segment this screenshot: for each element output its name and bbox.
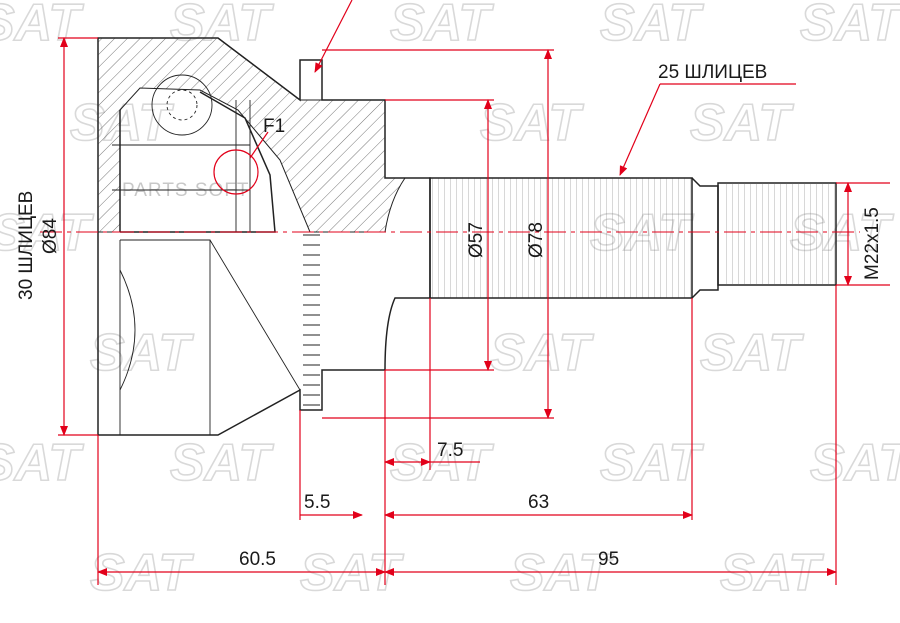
- detail-circle: [213, 149, 259, 195]
- thread-pattern: [724, 183, 836, 285]
- watermark-logo: SAT: [600, 434, 704, 492]
- detail-leader: [249, 131, 269, 159]
- dim-60-5-label: 60.5: [239, 549, 276, 570]
- cage: [112, 100, 251, 232]
- watermark-logo: SAT: [0, 204, 94, 262]
- right-splines-label: 25 ШЛИЦЕВ: [658, 62, 767, 83]
- detail-mark-label: F1: [263, 116, 285, 137]
- watermark-layer: SAT SAT SAT SAT SAT SAT SAT SAT SAT SAT …: [0, 0, 900, 603]
- dim-95-label: 95: [598, 549, 619, 570]
- flange-diameter-label: Ø78: [526, 222, 547, 258]
- shaft-diameter-label: Ø57: [466, 222, 487, 258]
- watermark-logo: SAT: [690, 94, 794, 152]
- splines-leader: [619, 83, 661, 176]
- shaft-shoulder: [691, 177, 719, 299]
- abs-ring: [303, 234, 320, 406]
- dimension-lines: [58, 0, 890, 585]
- left-diameter-label: Ø84: [40, 218, 61, 254]
- housing-section-hatch: [97, 37, 406, 233]
- watermark-logo: SAT: [700, 324, 804, 382]
- watermark-logo: SAT: [480, 94, 584, 152]
- housing-outline: [97, 37, 431, 436]
- watermark-logo: SAT: [800, 0, 900, 52]
- watermark-logo: SAT: [90, 544, 194, 602]
- ball-center: [166, 89, 198, 121]
- watermark-logo: SAT: [90, 324, 194, 382]
- watermark-logo: SAT: [0, 0, 84, 52]
- splined-shaft: [429, 177, 693, 299]
- thread-label: M22x1.5: [862, 207, 883, 280]
- watermark-logo: SAT: [0, 434, 84, 492]
- lower-curve: [119, 269, 136, 391]
- watermark-logo: SAT: [720, 544, 824, 602]
- lower-body-lines: [119, 239, 301, 435]
- watermark-logo: SAT: [390, 0, 494, 52]
- watermark-logo: SAT: [300, 544, 404, 602]
- watermark-site-text: PARTS SOFT: [122, 180, 250, 201]
- labels: 30 ШЛИЦЕВ Ø84 Ø57 Ø78 M22x1.5 25 ШЛИЦЕВ …: [16, 62, 883, 570]
- top-leader: [314, 0, 353, 73]
- watermark-logo: SAT: [810, 434, 900, 492]
- dim-7-5-label: 7.5: [437, 440, 463, 461]
- ball: [151, 74, 213, 136]
- dim-63-label: 63: [528, 492, 549, 513]
- watermark-logo: SAT: [600, 0, 704, 52]
- dim-5-5-label: 5.5: [304, 492, 330, 513]
- left-splines-label: 30 ШЛИЦЕВ: [16, 191, 37, 300]
- watermark-logo: SAT: [490, 324, 594, 382]
- watermark-logo: SAT: [170, 434, 274, 492]
